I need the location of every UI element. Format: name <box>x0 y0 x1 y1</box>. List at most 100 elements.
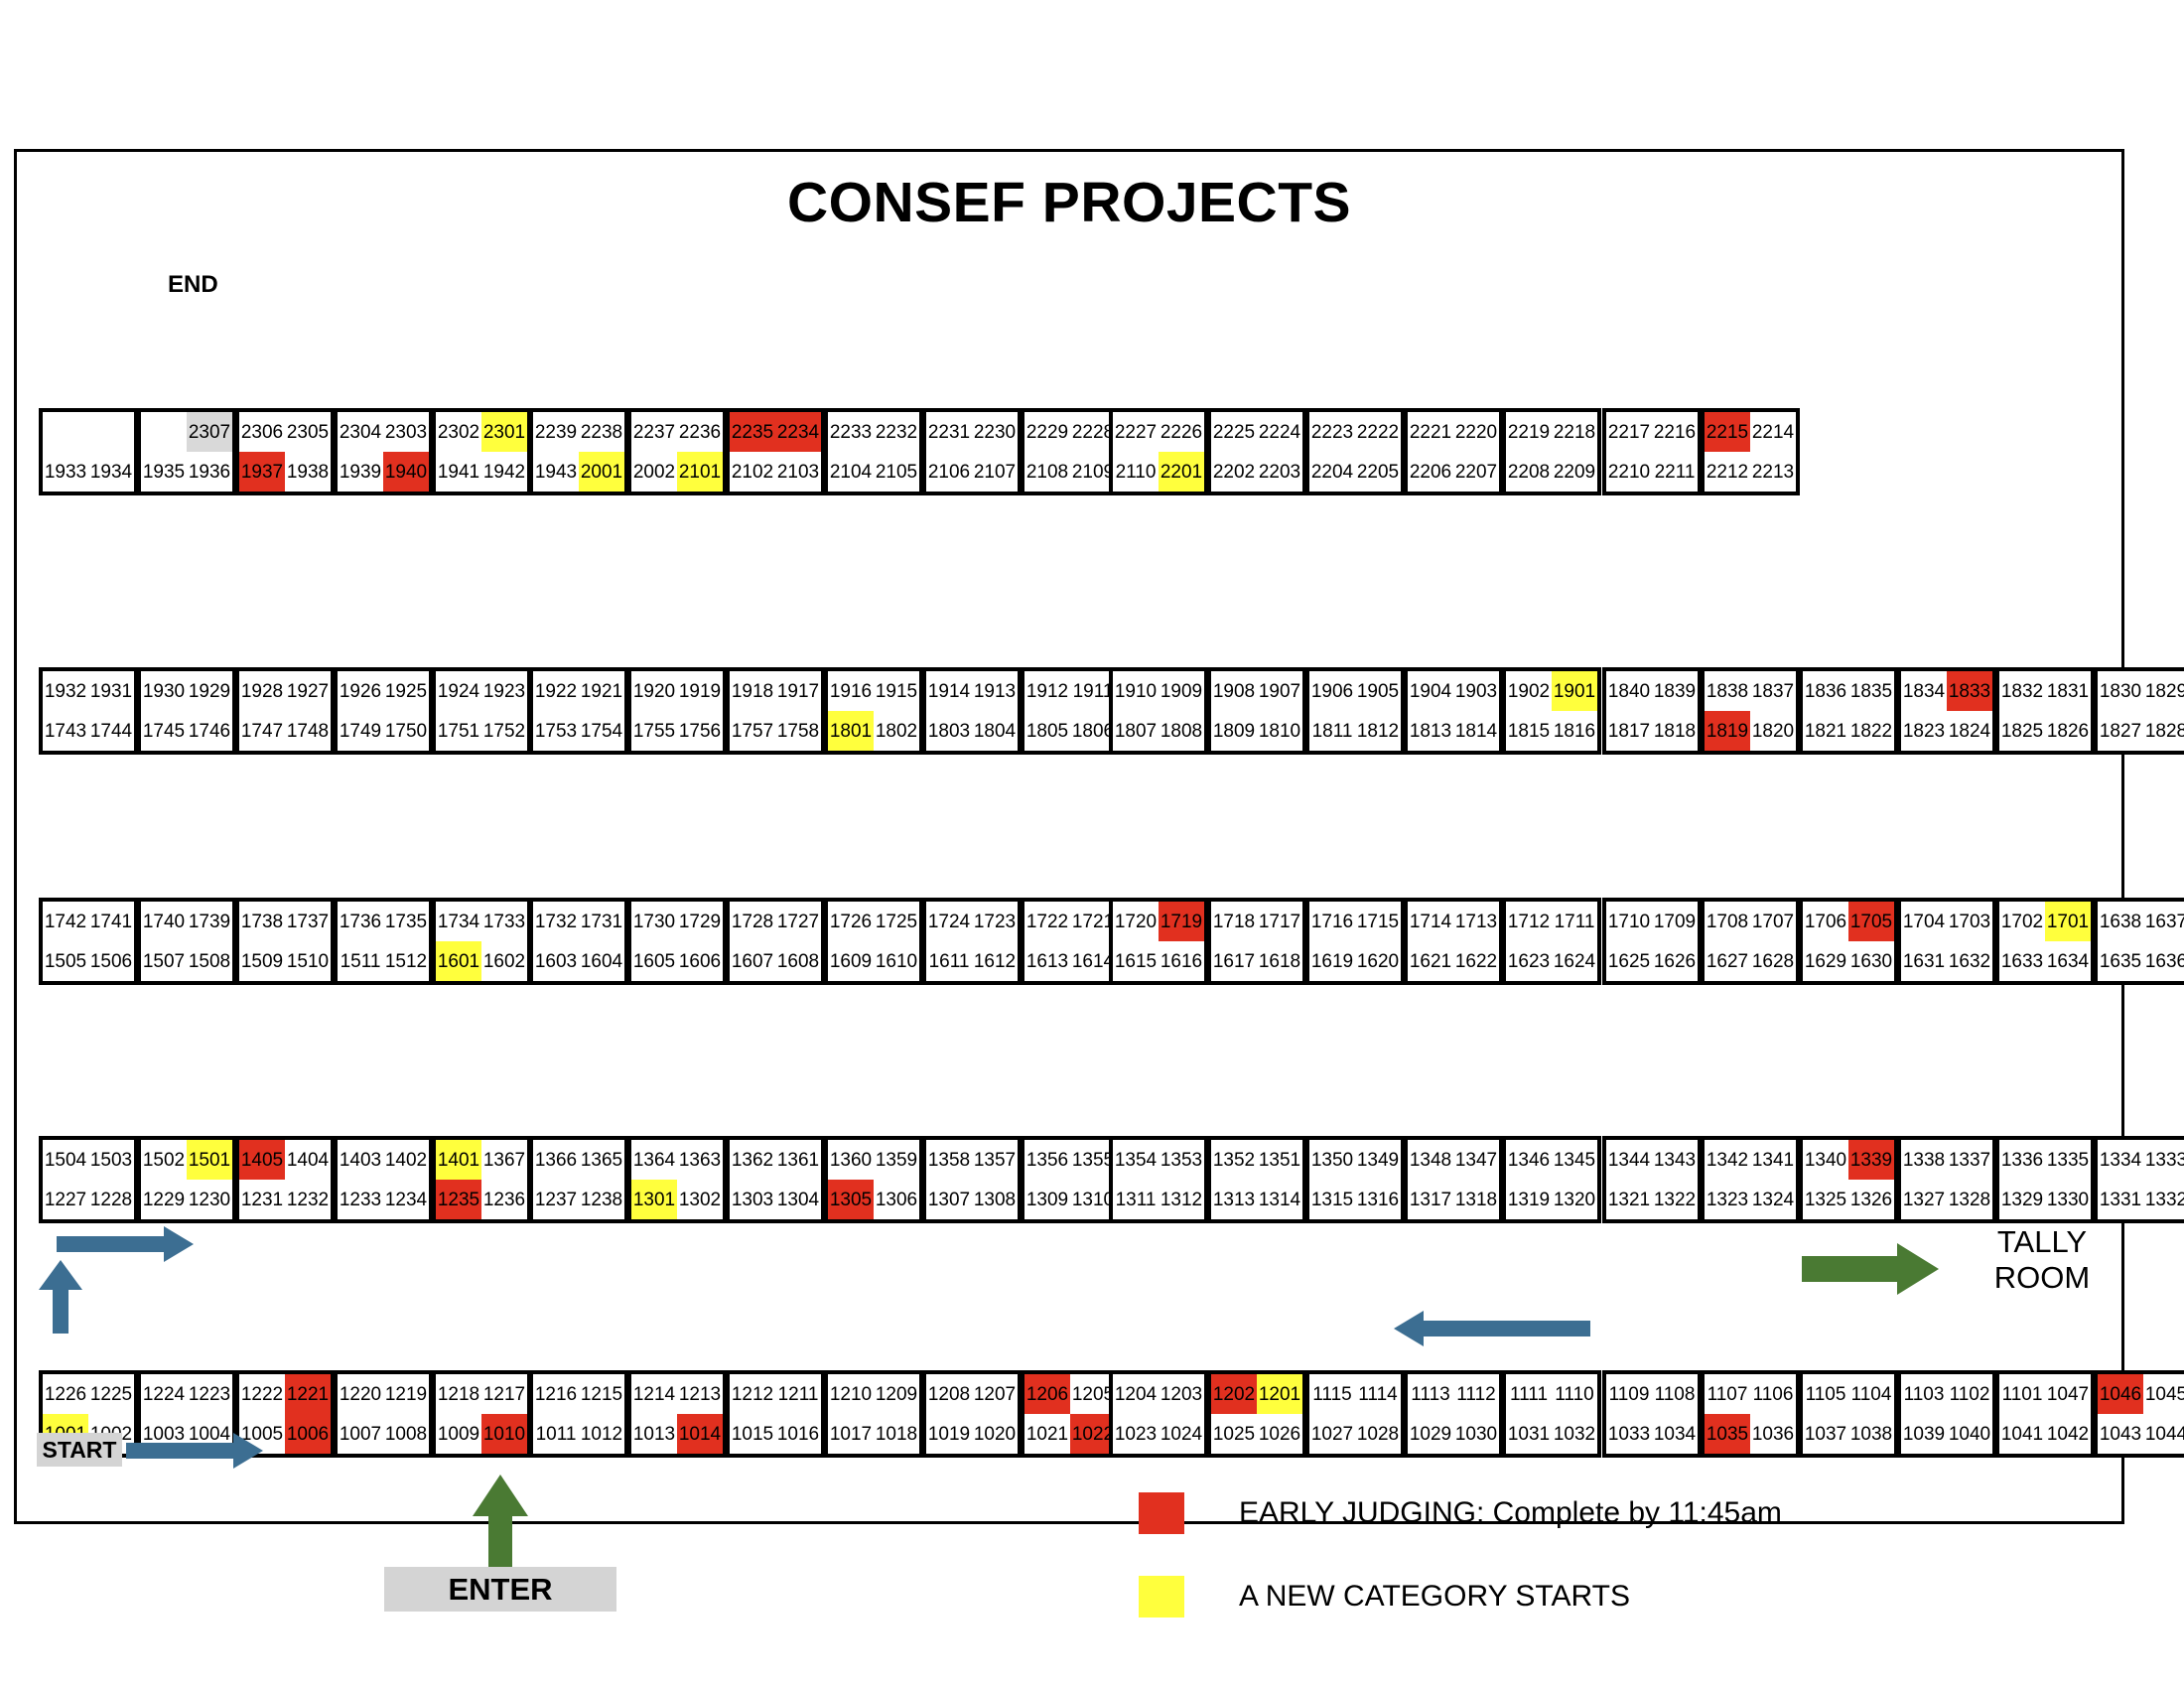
booth-cell[interactable]: 1006 <box>285 1414 331 1454</box>
booth-cell[interactable]: 1905 <box>1356 680 1400 702</box>
booth-cell[interactable]: 1822 <box>1849 720 1893 742</box>
booth-cell[interactable]: 1013 <box>632 1423 676 1445</box>
booth-cell[interactable]: 1111 <box>1509 1383 1549 1405</box>
booth-cell[interactable]: 1752 <box>482 720 526 742</box>
booth-cell[interactable]: 1007 <box>339 1423 382 1445</box>
booth-cell[interactable]: 1104 <box>1850 1383 1892 1405</box>
booth-cell[interactable]: 1113 <box>1411 1383 1450 1405</box>
booth-cell[interactable]: 1806 <box>1071 720 1115 742</box>
booth-cell[interactable]: 1315 <box>1310 1189 1354 1210</box>
booth-cell[interactable]: 1337 <box>1948 1149 1991 1171</box>
booth-cell[interactable]: 1601 <box>436 941 481 981</box>
booth-cell[interactable]: 1608 <box>776 950 820 972</box>
booth-cell[interactable]: 1754 <box>580 720 623 742</box>
booth-cell[interactable]: 1218 <box>437 1383 480 1405</box>
booth-cell[interactable]: 1234 <box>384 1189 428 1210</box>
booth-cell[interactable]: 1106 <box>1752 1383 1794 1405</box>
booth-cell[interactable]: 1827 <box>2099 720 2142 742</box>
booth-cell[interactable]: 1014 <box>677 1414 723 1454</box>
booth-cell[interactable]: 2304 <box>339 421 382 443</box>
booth-cell[interactable]: 1215 <box>580 1383 623 1405</box>
booth-cell[interactable]: 1038 <box>1849 1423 1893 1445</box>
booth-cell[interactable]: 1344 <box>1607 1149 1651 1171</box>
booth-cell[interactable]: 1734 <box>437 911 480 932</box>
booth-cell[interactable]: 1316 <box>1356 1189 1400 1210</box>
booth-cell[interactable]: 1512 <box>384 950 428 972</box>
booth-cell[interactable]: 1940 <box>383 452 429 492</box>
booth-cell[interactable]: 2207 <box>1454 461 1498 483</box>
booth-cell[interactable]: 1506 <box>89 950 133 972</box>
booth-cell[interactable]: 1226 <box>44 1383 87 1405</box>
booth-cell[interactable]: 1704 <box>1902 911 1946 932</box>
booth-cell[interactable]: 1815 <box>1507 720 1551 742</box>
booth-cell[interactable]: 1627 <box>1706 950 1749 972</box>
booth-cell[interactable]: 1706 <box>1804 911 1847 932</box>
booth-cell[interactable]: 1214 <box>632 1383 676 1405</box>
booth-cell[interactable]: 1112 <box>1456 1383 1496 1405</box>
booth-cell[interactable]: 1336 <box>2000 1149 2044 1171</box>
booth-cell[interactable]: 1919 <box>678 680 722 702</box>
booth-cell[interactable]: 1737 <box>286 911 330 932</box>
booth-cell[interactable]: 1929 <box>188 680 231 702</box>
booth-cell[interactable]: 1403 <box>339 1149 382 1171</box>
booth-cell[interactable]: 1332 <box>2144 1189 2184 1210</box>
booth-cell[interactable]: 1509 <box>240 950 284 972</box>
booth-cell[interactable]: 1902 <box>1507 680 1551 702</box>
booth-cell[interactable]: 2238 <box>580 421 623 443</box>
booth-cell[interactable]: 1102 <box>1949 1383 1990 1405</box>
booth-cell[interactable]: 1305 <box>828 1180 874 1219</box>
booth-cell[interactable]: 1042 <box>2046 1423 2090 1445</box>
booth-cell[interactable]: 1712 <box>1507 911 1551 932</box>
booth-cell[interactable]: 1724 <box>927 911 971 932</box>
booth-cell[interactable]: 1830 <box>2099 680 2142 702</box>
booth-cell[interactable]: 2234 <box>775 412 821 452</box>
booth-cell[interactable]: 1838 <box>1706 680 1749 702</box>
booth-cell[interactable]: 2307 <box>187 412 232 452</box>
booth-cell[interactable]: 2002 <box>632 461 676 483</box>
booth-cell[interactable]: 1943 <box>534 461 578 483</box>
booth-cell[interactable]: 1011 <box>535 1423 577 1445</box>
booth-cell[interactable]: 1938 <box>286 461 330 483</box>
booth-cell[interactable]: 1356 <box>1025 1149 1069 1171</box>
booth-cell[interactable]: 1719 <box>1159 902 1204 941</box>
booth-cell[interactable]: 2001 <box>579 452 624 492</box>
booth-cell[interactable]: 1927 <box>286 680 330 702</box>
booth-cell[interactable]: 1825 <box>2000 720 2044 742</box>
booth-cell[interactable]: 1908 <box>1212 680 1256 702</box>
booth-cell[interactable]: 1612 <box>973 950 1017 972</box>
booth-cell[interactable]: 1735 <box>384 911 428 932</box>
booth-cell[interactable]: 1310 <box>1071 1189 1115 1210</box>
booth-cell[interactable]: 1026 <box>1258 1423 1301 1445</box>
booth-cell[interactable]: 1217 <box>482 1383 526 1405</box>
booth-cell[interactable]: 1637 <box>2144 911 2184 932</box>
booth-cell[interactable]: 1924 <box>437 680 480 702</box>
booth-cell[interactable]: 2225 <box>1212 421 1256 443</box>
booth-cell[interactable]: 2229 <box>1025 421 1069 443</box>
booth-cell[interactable]: 1313 <box>1212 1189 1256 1210</box>
booth-cell[interactable]: 1606 <box>678 950 722 972</box>
booth-cell[interactable]: 1233 <box>339 1189 382 1210</box>
booth-cell[interactable]: 1317 <box>1409 1189 1452 1210</box>
booth-cell[interactable]: 1720 <box>1114 911 1158 932</box>
booth-cell[interactable]: 1326 <box>1849 1189 1893 1210</box>
booth-cell[interactable]: 1354 <box>1114 1149 1158 1171</box>
booth-cell[interactable]: 2230 <box>973 421 1017 443</box>
